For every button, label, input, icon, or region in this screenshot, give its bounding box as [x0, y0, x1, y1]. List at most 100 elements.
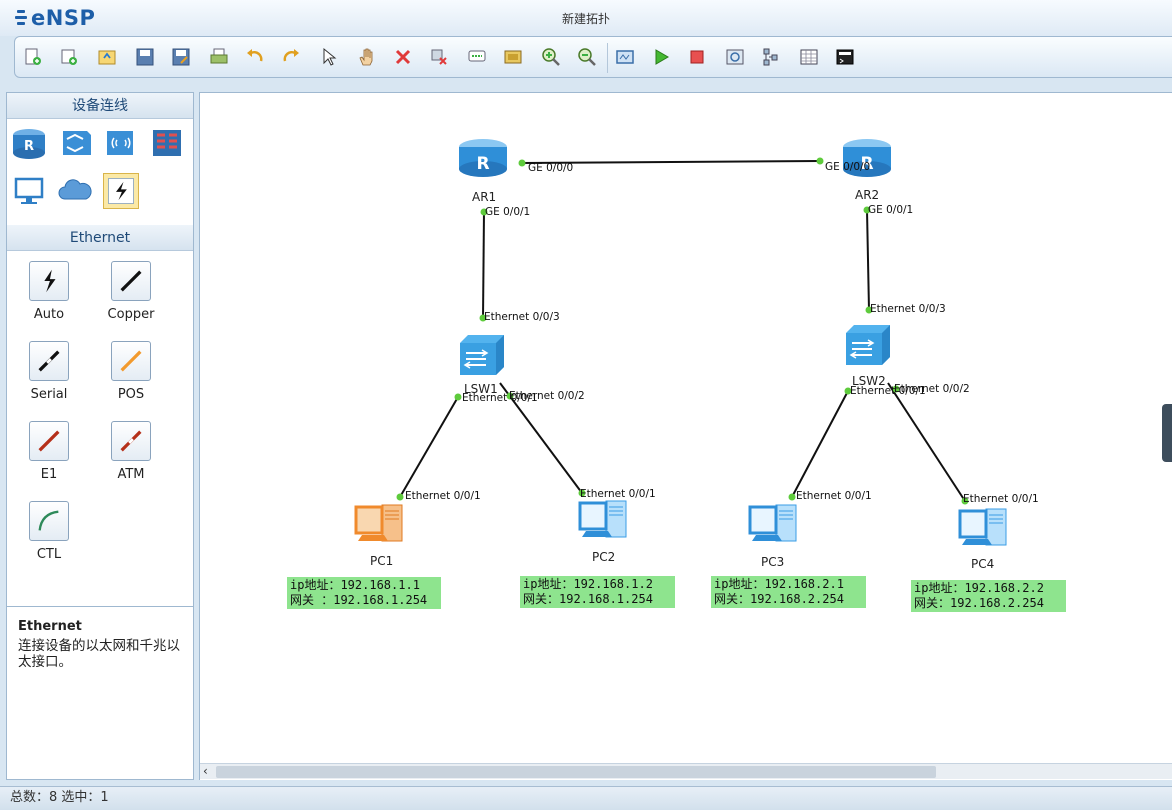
new-test-button[interactable] — [57, 45, 81, 69]
node-label-pc4: PC4 — [971, 557, 995, 571]
cable-pos[interactable]: POS — [91, 333, 171, 411]
cable-auto[interactable]: Auto — [9, 253, 89, 331]
ip-note-pc1[interactable]: ip地址：192.168.1.1 网关 ：192.168.1.254 — [287, 577, 441, 609]
capture-button[interactable] — [723, 45, 747, 69]
port-label-lsw2-e003: Ethernet 0/0/3 — [870, 303, 946, 315]
switch-icon — [460, 335, 504, 375]
delete-button[interactable] — [391, 45, 415, 69]
save-as-button[interactable] — [169, 45, 193, 69]
atm-cable-icon — [111, 421, 151, 461]
zoom-in-button[interactable] — [539, 45, 563, 69]
fit-view-icon — [616, 50, 634, 64]
undo-button[interactable] — [243, 45, 267, 69]
topology-button[interactable] — [759, 45, 783, 69]
link-ar1-lsw1[interactable] — [482, 210, 485, 320]
node-label-pc3: PC3 — [761, 555, 785, 569]
redo-button[interactable] — [279, 45, 303, 69]
horizontal-scrollbar[interactable]: ‹ — [200, 763, 1172, 779]
pc-pc2[interactable] — [576, 497, 632, 550]
scroll-left-arrow-icon[interactable]: ‹ — [203, 764, 208, 778]
port-label-ar2-ge000: GE 0/0/0 — [825, 161, 871, 173]
cloud-icon — [58, 179, 92, 200]
app-logo-text: eNSP — [31, 6, 96, 30]
status-text: 总数：8 选中：1 — [10, 790, 109, 805]
pan-button[interactable] — [355, 45, 379, 69]
topology-canvas[interactable]: R AR1 R AR2 LSW1 LSW2 PC1 PC2 PC3 PC4 GE… — [199, 92, 1172, 780]
undo-icon — [247, 49, 263, 62]
cable-atm[interactable]: ATM — [91, 413, 171, 491]
pc-pc4[interactable] — [956, 505, 1012, 558]
palette-button[interactable] — [501, 45, 525, 69]
save-icon — [136, 48, 154, 66]
ip-address-text: ip地址：192.168.1.1 — [290, 578, 420, 592]
grid-button[interactable] — [797, 45, 821, 69]
switch-icon — [846, 325, 890, 365]
cable-info-description: 连接设备的以太网和千兆以太接口。 — [18, 638, 180, 670]
select-button[interactable] — [317, 45, 341, 69]
copper-cable-icon — [111, 261, 151, 301]
link-lsw1-pc1[interactable] — [399, 396, 459, 498]
new-topology-button[interactable] — [21, 45, 45, 69]
cable-e1[interactable]: E1 — [9, 413, 89, 491]
cable-serial[interactable]: Serial — [9, 333, 89, 411]
pc-icon — [958, 508, 1007, 546]
grid-icon — [800, 49, 818, 65]
wlan-category-button[interactable] — [103, 125, 139, 161]
switch-lsw2[interactable] — [844, 323, 892, 370]
text-button[interactable] — [465, 45, 489, 69]
stop-device-button[interactable] — [685, 45, 709, 69]
zoom-out-icon — [578, 48, 596, 66]
svg-text:R: R — [476, 154, 489, 174]
zoom-out-button[interactable] — [575, 45, 599, 69]
ip-address-text: ip地址：192.168.2.1 — [714, 577, 844, 591]
print-button[interactable] — [207, 45, 231, 69]
link-ar2-lsw2[interactable] — [866, 209, 870, 311]
gateway-text: 网关：192.168.2.254 — [714, 592, 844, 606]
firewall-category-button[interactable] — [149, 125, 185, 161]
cable-panel-header: Ethernet — [7, 225, 193, 251]
save-button[interactable] — [133, 45, 157, 69]
router-ar1[interactable]: R — [458, 137, 508, 184]
pc-icon — [748, 504, 797, 542]
start-device-button[interactable] — [649, 45, 673, 69]
cloud-category-button[interactable] — [57, 173, 93, 209]
link-lsw2-pc3[interactable] — [791, 390, 849, 498]
switch-lsw1[interactable] — [458, 333, 506, 380]
link-lsw2-pc4[interactable] — [887, 382, 966, 502]
new-lab-icon — [61, 49, 77, 65]
gateway-text: 网关：192.168.1.254 — [523, 592, 653, 606]
stop-icon — [690, 50, 704, 64]
cable-ctl[interactable]: CTL — [9, 493, 89, 571]
fit-view-button[interactable] — [613, 45, 637, 69]
port-label-lsw1-e002: Ethernet 0/0/2 — [509, 390, 585, 402]
pc-pc3[interactable] — [746, 501, 802, 554]
status-bar: 总数：8 选中：1 — [0, 786, 1172, 810]
connection-category-button[interactable] — [103, 173, 139, 209]
router-ar2[interactable]: R — [842, 137, 892, 184]
ensp-logo-icon — [15, 10, 27, 25]
scrollbar-thumb[interactable] — [216, 766, 936, 778]
serial-cable-icon — [29, 341, 69, 381]
link-lsw1-pc2[interactable] — [499, 382, 583, 494]
ip-note-pc2[interactable]: ip地址：192.168.1.2 网关：192.168.1.254 — [520, 576, 675, 608]
zoom-in-icon — [542, 48, 560, 66]
folder-open-icon — [98, 50, 116, 65]
delete-icon — [395, 49, 411, 65]
topology-icon — [763, 48, 778, 66]
wireless-icon — [107, 131, 133, 155]
link-ar1-ar2[interactable] — [521, 160, 821, 164]
side-panel-handle[interactable] — [1162, 404, 1172, 462]
cable-copper[interactable]: Copper — [91, 253, 171, 331]
gateway-text: 网关：192.168.2.254 — [914, 596, 1044, 610]
palette-icon — [504, 50, 522, 64]
router-category-button[interactable]: R — [11, 125, 47, 161]
pc-pc1[interactable] — [352, 501, 408, 554]
switch-category-button[interactable] — [57, 125, 93, 161]
open-button[interactable] — [95, 45, 119, 69]
ip-note-pc4[interactable]: ip地址：192.168.2.2 网关：192.168.2.254 — [911, 580, 1066, 612]
delete-link-button[interactable] — [427, 45, 451, 69]
port-label-pc2-e001: Ethernet 0/0/1 — [580, 488, 656, 500]
pc-category-button[interactable] — [11, 173, 47, 209]
ip-note-pc3[interactable]: ip地址：192.168.2.1 网关：192.168.2.254 — [711, 576, 866, 608]
command-line-button[interactable] — [833, 45, 857, 69]
